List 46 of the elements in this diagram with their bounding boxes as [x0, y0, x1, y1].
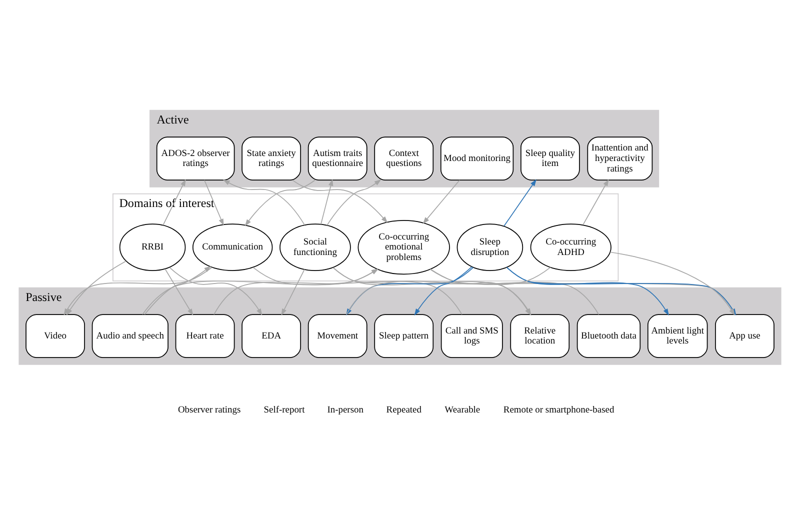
arrow	[610, 252, 735, 316]
node-box: Ambient light levels	[647, 314, 708, 358]
node-box: Bluetooth data	[576, 314, 641, 358]
node-box: App use	[715, 314, 774, 358]
node-box: EDA	[242, 314, 302, 358]
node-box: State anxiety ratings	[242, 136, 302, 180]
arrow	[414, 266, 472, 316]
legend-label: Self-report	[264, 405, 305, 416]
node-box: Relative location	[510, 314, 570, 358]
node-box: ADOS-2 observer ratings	[156, 136, 235, 180]
node-box: Heart rate	[175, 314, 235, 358]
arrow	[169, 267, 262, 316]
arrow	[162, 179, 186, 226]
arrow	[422, 180, 460, 224]
node-box: Audio and speech	[92, 314, 168, 358]
arrow	[164, 268, 194, 316]
node-box: Movement	[308, 314, 368, 358]
node-box: Mood monitoring	[440, 136, 514, 180]
arrow	[66, 260, 126, 316]
node-box: Sleep pattern	[374, 314, 434, 358]
node-box: Sleep quality item	[520, 136, 580, 180]
node-box: Video	[26, 314, 85, 358]
node-box: Inattention and hyperactivity ratings	[587, 136, 653, 180]
arrow	[504, 179, 536, 226]
node-ellipse: Co-occurring ADHD	[530, 224, 612, 271]
arrow	[244, 180, 316, 226]
node-ellipse: Sleep disruption	[456, 224, 524, 271]
arrow	[582, 179, 609, 226]
node-ellipse: Social functioning	[280, 224, 351, 271]
legend-label: Remote or smartphone-based	[503, 405, 614, 416]
node-box: Autism traits questionnaire	[308, 136, 368, 180]
legend-label: In-person	[327, 405, 364, 416]
arrow	[222, 179, 306, 226]
arrow	[204, 180, 224, 226]
arrow	[320, 178, 334, 225]
arrow	[292, 180, 388, 224]
arrow	[144, 266, 212, 315]
node-box: Context questions	[374, 136, 434, 180]
node-box: Call and SMS logs	[440, 314, 503, 358]
legend-label: Repeated	[386, 405, 422, 416]
legend-label: Observer ratings	[178, 405, 241, 416]
node-ellipse: RRBI	[119, 224, 186, 271]
legend-label: Wearable	[444, 405, 480, 416]
arrow	[281, 269, 305, 316]
arrow	[64, 266, 212, 316]
arrow	[326, 179, 382, 226]
